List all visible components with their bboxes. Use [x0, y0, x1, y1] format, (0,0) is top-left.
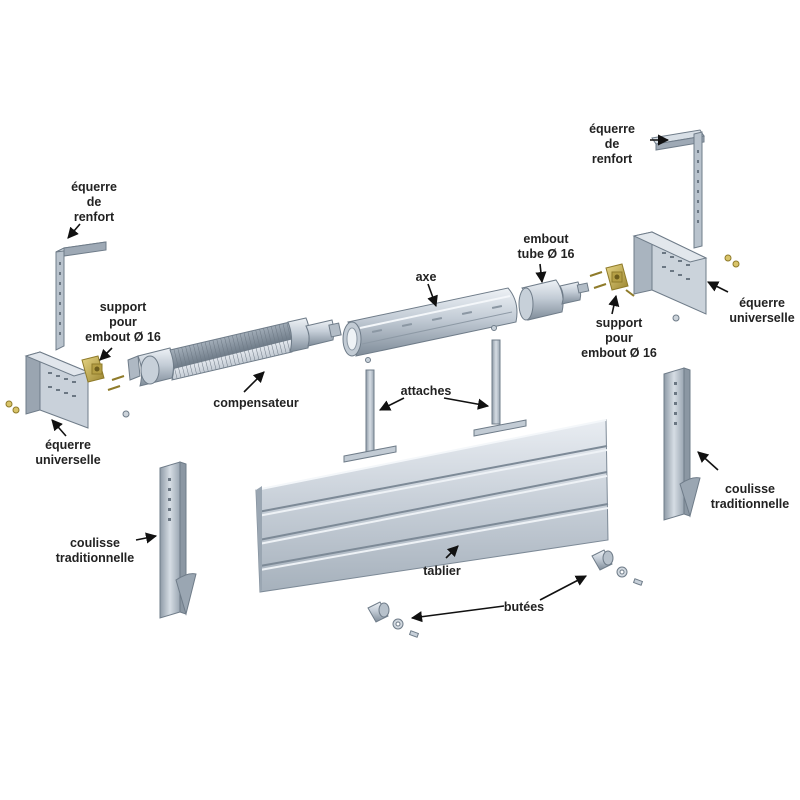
label-support-right: support pour embout Ø 16: [581, 316, 657, 360]
right-stop: [591, 549, 644, 586]
label-equerre-universelle-left: équerre universelle: [35, 438, 101, 467]
right-end-cap-support: [589, 263, 680, 322]
attachment-straps: [343, 339, 527, 463]
label-coulisse-right: coulisse traditionnelle: [710, 482, 790, 511]
right-side-rail: [663, 367, 701, 521]
left-stop: [367, 601, 420, 638]
axle-tube: [342, 287, 518, 357]
left-screws: [5, 375, 130, 418]
left-reinforcement-bracket: [55, 241, 107, 351]
label-attaches: attaches: [400, 384, 452, 398]
left-universal-bracket: [24, 351, 90, 429]
shutter-curtain-panel: [255, 419, 609, 593]
left-end-cap-support: [81, 355, 105, 383]
label-embout-tube: embout tube Ø 16: [517, 232, 575, 261]
compensator-spring: [127, 317, 342, 387]
right-reinforcement-bracket: [651, 129, 705, 249]
label-tablier: tablier: [423, 564, 461, 578]
washer-right: [491, 325, 497, 331]
label-support-left: support pour embout Ø 16: [85, 300, 161, 344]
washer-left: [365, 357, 371, 363]
label-coulisse-left: coulisse traditionnelle: [55, 536, 135, 565]
right-universal-bracket: [632, 231, 740, 315]
label-equerre-universelle-right: équerre universelle: [729, 296, 795, 325]
label-equerre-renfort-left: équerre de renfort: [71, 180, 117, 224]
label-butees: butées: [503, 600, 545, 614]
label-equerre-renfort-right: équerre de renfort: [589, 122, 635, 166]
label-compensateur: compensateur: [213, 396, 299, 410]
left-side-rail: [159, 461, 197, 619]
label-axe: axe: [415, 270, 437, 284]
tube-end-cap: [518, 279, 590, 321]
leader-arrows: [51, 134, 729, 623]
